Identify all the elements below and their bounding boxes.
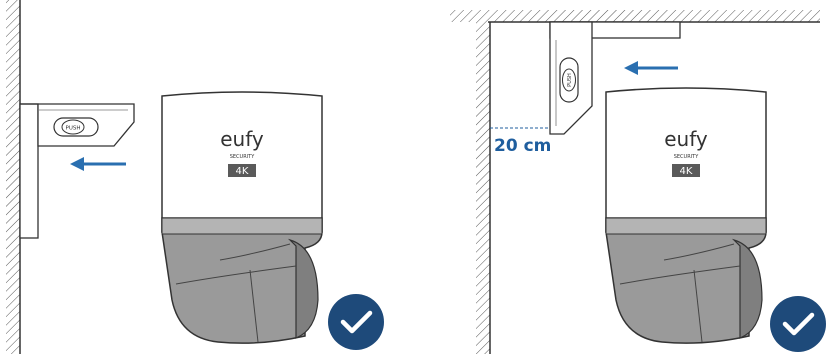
push-button: PUSH (559, 57, 579, 103)
brand-subtitle: SECURITY (230, 154, 255, 160)
ceiling-mount-illustration: PUSH 20 cm eufy SECURITY 4K (450, 10, 826, 354)
push-label: PUSH (66, 126, 81, 132)
wall (6, 0, 21, 354)
ceiling (450, 10, 820, 23)
resolution-badge: 4K (236, 166, 249, 177)
brand-logo: eufy (664, 127, 708, 151)
wall-mount-illustration: PUSH eufy SECURITY 4K (6, 0, 384, 354)
arrow-left-icon (624, 61, 678, 75)
distance-label: 20 cm (494, 136, 551, 156)
brand-subtitle: SECURITY (674, 154, 699, 160)
arrow-left-icon (70, 157, 126, 171)
wall (476, 22, 491, 354)
push-label: PUSH (567, 73, 573, 87)
push-button: PUSH (53, 117, 99, 137)
check-icon (328, 294, 384, 350)
resolution-badge: 4K (680, 166, 693, 177)
camera: eufy SECURITY 4K (161, 91, 323, 344)
ceiling-bracket: PUSH (549, 21, 681, 135)
ceiling-mount-panel: PUSH 20 cm eufy SECURITY 4K (414, 0, 828, 354)
camera: eufy SECURITY 4K (605, 87, 767, 344)
brand-logo: eufy (220, 127, 264, 151)
wall-mount-panel: PUSH eufy SECURITY 4K (6, 0, 384, 354)
check-icon (770, 296, 826, 352)
distance-dimension: 20 cm (490, 127, 551, 156)
wall-bracket: PUSH (19, 103, 135, 239)
